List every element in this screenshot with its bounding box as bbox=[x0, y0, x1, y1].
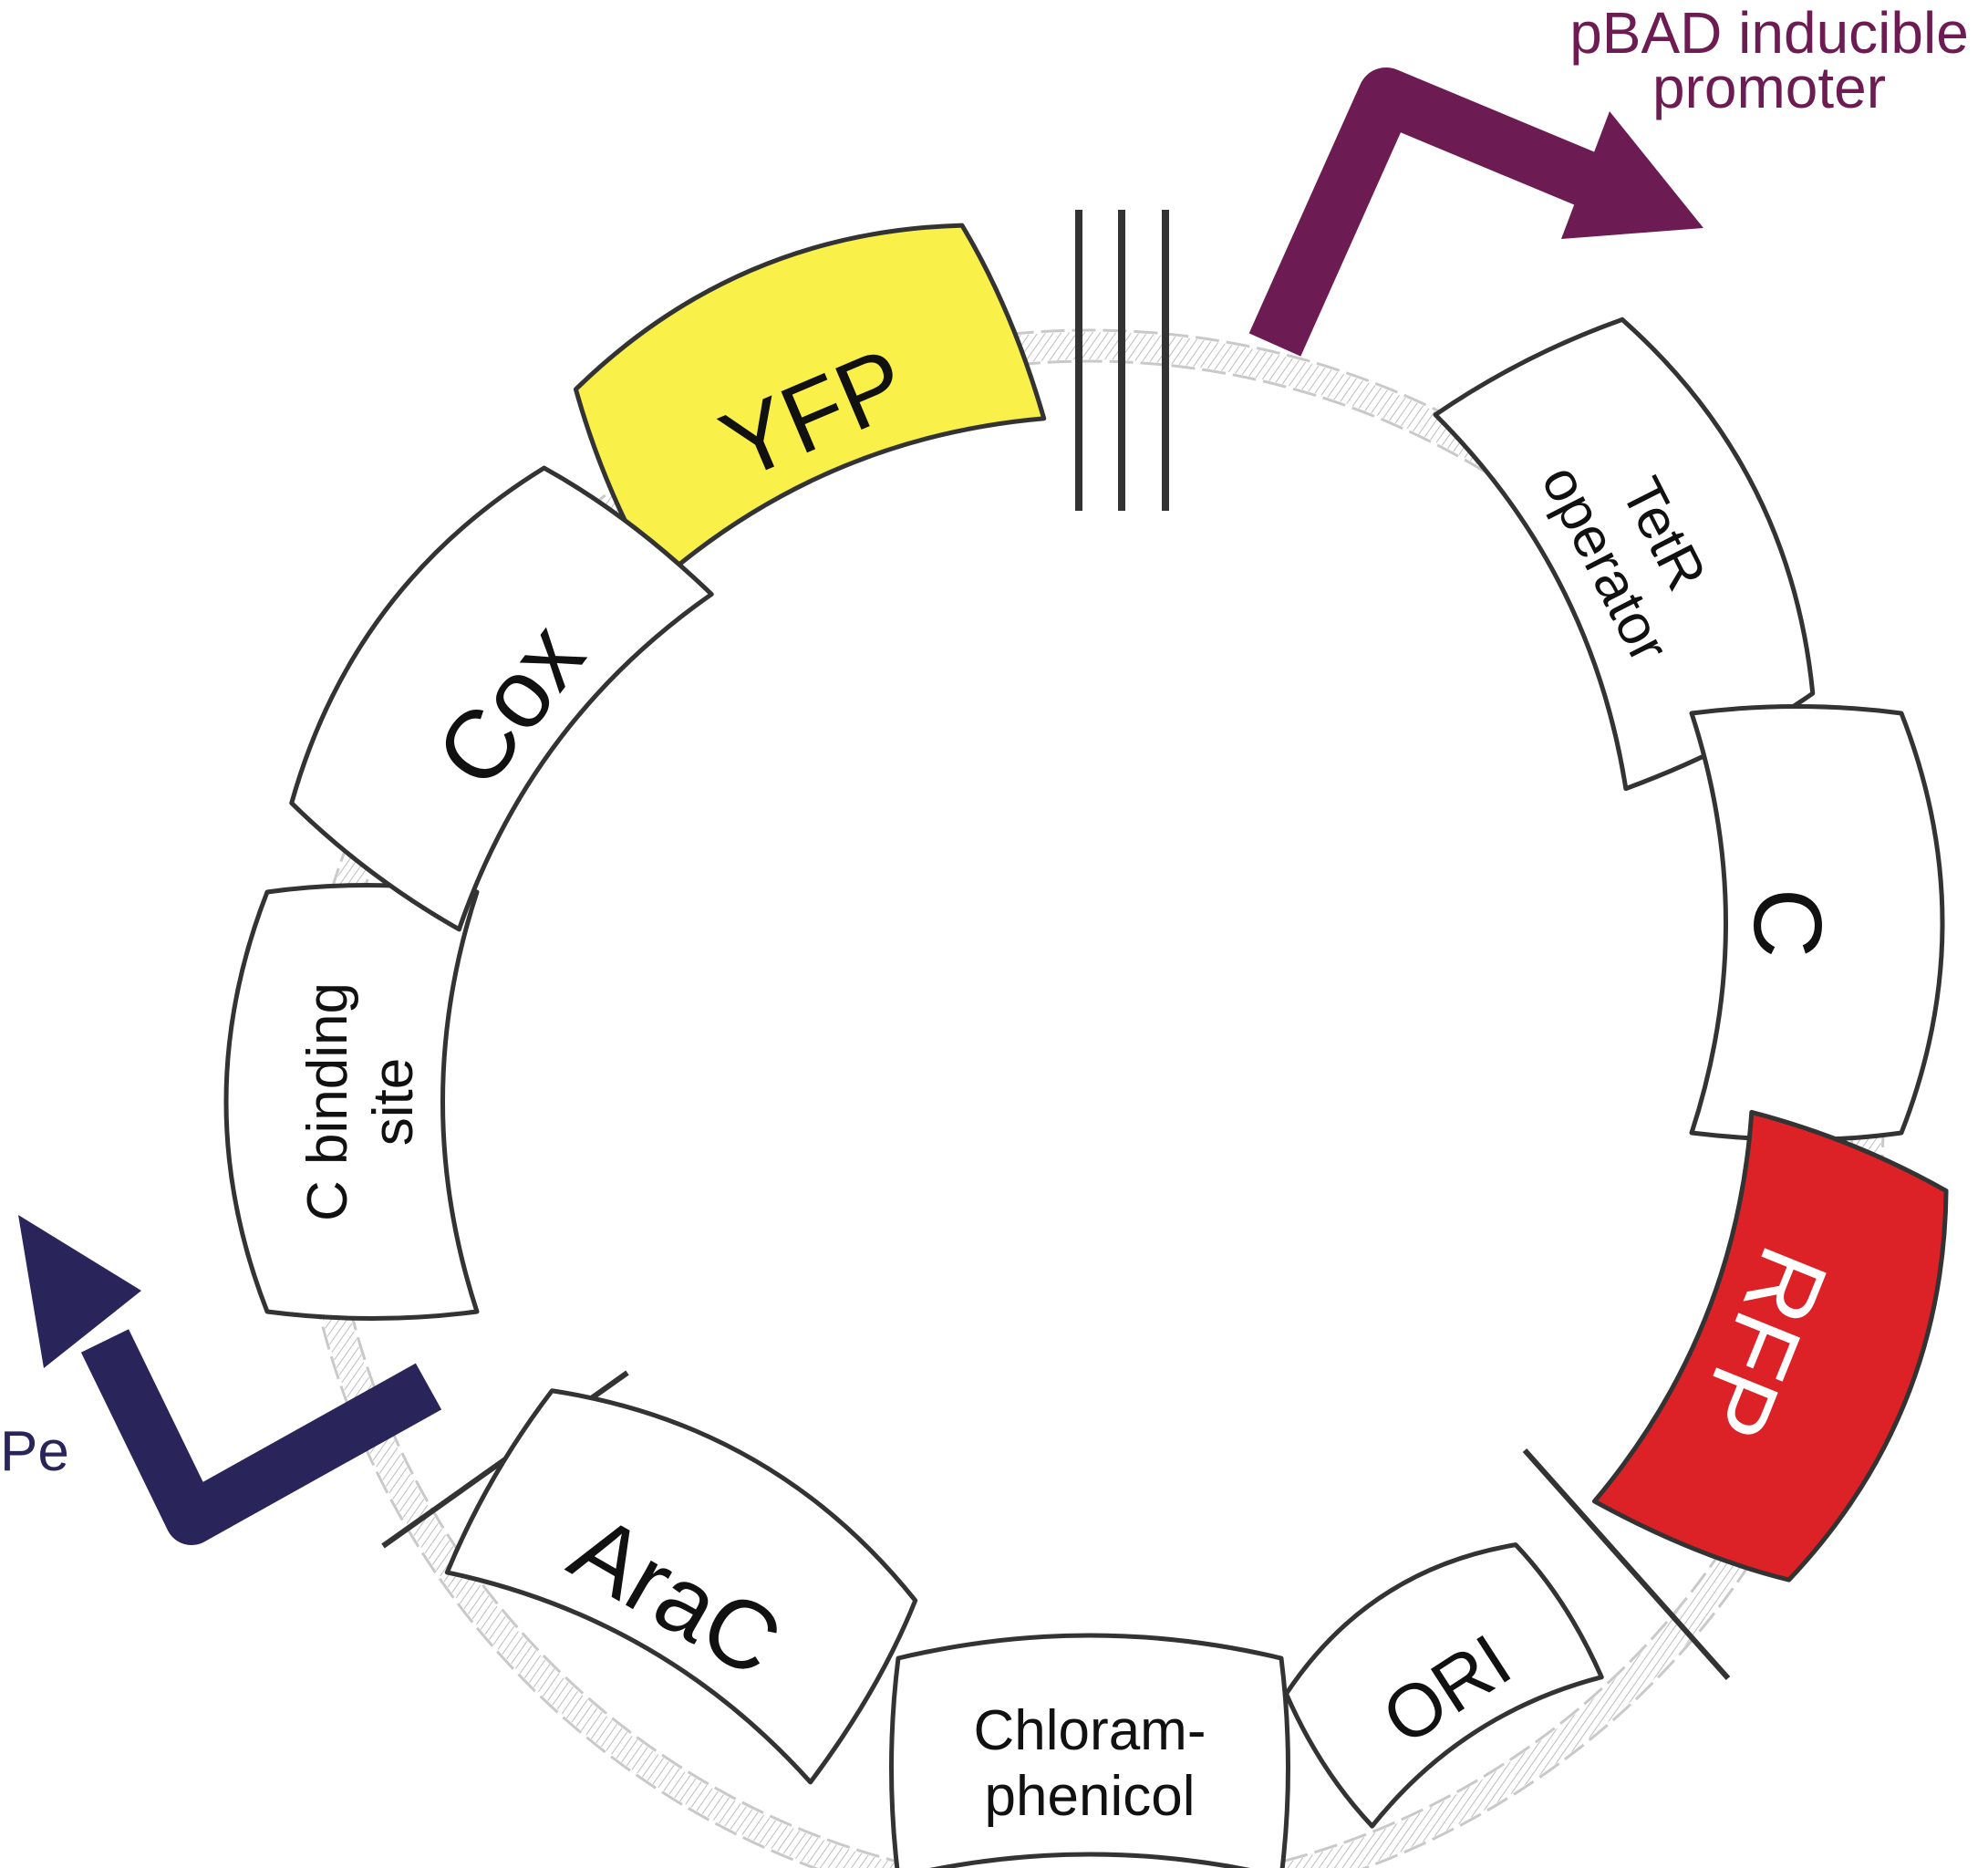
pe-promoter-label: Pe bbox=[0, 1420, 69, 1483]
part-cbind-line1: C binding bbox=[296, 982, 359, 1221]
part-rfp-block bbox=[1591, 1109, 1949, 1583]
pbad-promoter-label-line1: pBAD inducible bbox=[1569, 0, 1969, 66]
part-c-block bbox=[1689, 704, 1945, 1142]
part-ori-block bbox=[1283, 1542, 1604, 1829]
pbad-promoter-arrow bbox=[1248, 67, 1703, 357]
part-cox: Cox bbox=[289, 465, 714, 932]
terminator-right bbox=[1522, 1448, 1731, 1680]
part-cox-block bbox=[289, 465, 714, 932]
terminator-triple bbox=[1075, 210, 1169, 511]
pbad-promoter-label-line2: promoter bbox=[1652, 55, 1886, 120]
part-ori: ORI bbox=[1283, 1542, 1604, 1829]
part-c-binding-site-block bbox=[223, 883, 480, 1321]
part-arac-block bbox=[444, 1388, 918, 1785]
part-arac: AraC bbox=[444, 1388, 918, 1785]
part-c: C bbox=[1689, 704, 1945, 1142]
pe-promoter-arrow bbox=[18, 1215, 442, 1545]
part-rfp: RFP bbox=[1591, 1109, 1949, 1583]
part-chlor-line1: Chloram- bbox=[974, 1699, 1206, 1762]
part-cbind-line2: site bbox=[362, 1058, 425, 1146]
part-chloramphenicol: Chloram- phenicol bbox=[889, 1633, 1290, 1868]
part-chlor-line2: phenicol bbox=[985, 1765, 1196, 1828]
part-c-binding-site: C binding site bbox=[223, 883, 480, 1321]
part-c-label: C bbox=[1734, 888, 1841, 959]
part-chloramphenicol-block bbox=[889, 1633, 1290, 1868]
part-tetr-operator-block bbox=[1433, 317, 1816, 792]
part-tetr-operator: TetR operator bbox=[1433, 317, 1816, 792]
